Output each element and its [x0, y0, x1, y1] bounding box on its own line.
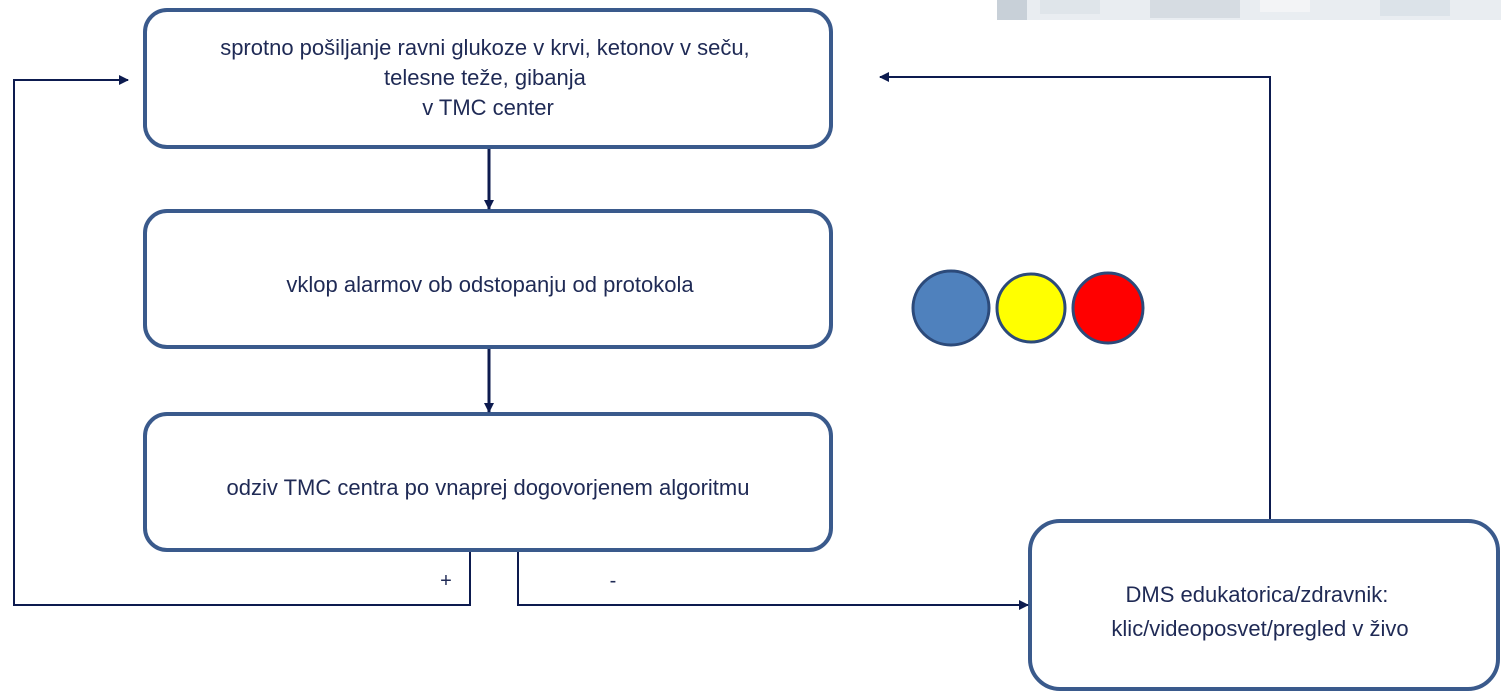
photo-fragment: [997, 0, 1501, 20]
blue-indicator: [911, 269, 991, 347]
upload-box-line-3: v TMC center: [422, 95, 554, 120]
svg-text:vklop alarmov ob odstopanju od: vklop alarmov ob odstopanju od protokola: [286, 272, 694, 297]
response-box-line-1: odziv TMC centra po vnaprej dogovorjenem…: [227, 475, 750, 500]
dms-box-line-1: DMS edukatorica/zdravnik:: [1125, 582, 1388, 607]
alarms-box: vklop alarmov ob odstopanju od protokola: [143, 209, 833, 349]
alarms-box-line-1: vklop alarmov ob odstopanju od protokola: [286, 272, 694, 297]
yellow-indicator: [995, 272, 1067, 344]
status-indicators: [911, 269, 1145, 347]
positive-branch-label: +: [440, 570, 452, 592]
svg-text:sprotno pošiljanje ravni gluko: sprotno pošiljanje ravni glukoze v krvi,…: [220, 35, 756, 120]
svg-text:odziv TMC centra po vnaprej do: odziv TMC centra po vnaprej dogovorjenem…: [227, 475, 750, 500]
positive-feedback-arrow: [13, 75, 471, 606]
svg-text:DMS edukatorica/zdravnik:: DMS edukatorica/zdravnik: klic/videoposv…: [1111, 582, 1408, 641]
negative-branch-arrow: [517, 552, 1029, 610]
dms-box-line-2: klic/videoposvet/pregled v živo: [1111, 616, 1408, 641]
dms-return-arrow: [879, 72, 1271, 519]
upload-box-line-1: sprotno pošiljanje ravni glukoze v krvi,…: [220, 35, 749, 60]
negative-branch-label: -: [610, 570, 617, 592]
tmc-response-box: odziv TMC centra po vnaprej dogovorjenem…: [143, 412, 833, 552]
upload-data-box: sprotno pošiljanje ravni glukoze v krvi,…: [143, 8, 833, 149]
upload-box-line-2: telesne teže, gibanja: [384, 65, 587, 90]
dms-box: DMS edukatorica/zdravnik: klic/videoposv…: [1028, 519, 1500, 691]
red-indicator: [1071, 271, 1145, 345]
